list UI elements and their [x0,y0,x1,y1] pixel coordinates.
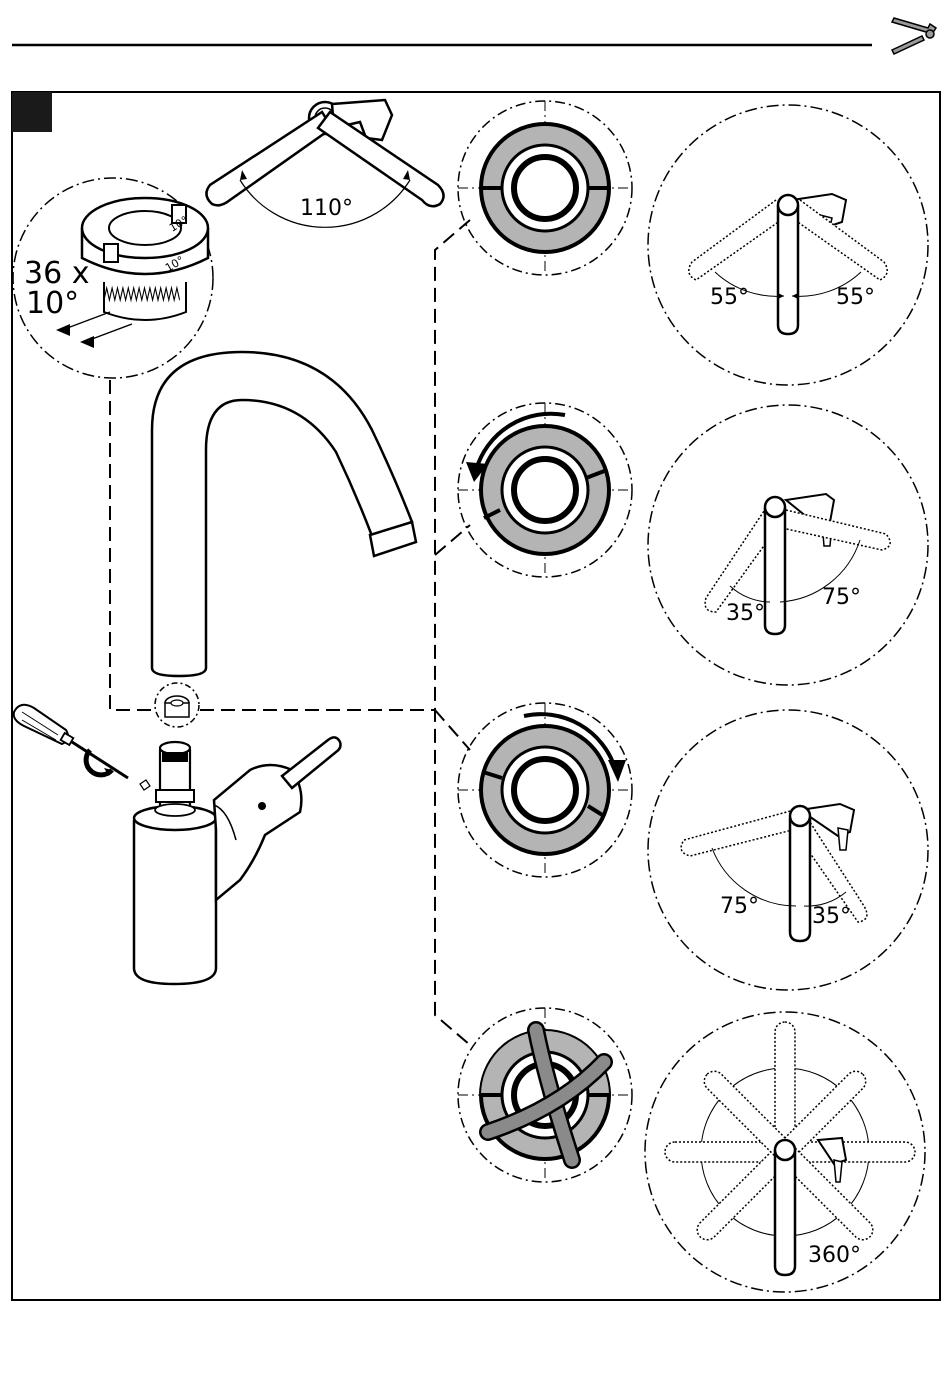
limiter-ring-detail: 10° 10° 36 x 10° [13,178,213,378]
right-angle-label-2: 75° [822,585,861,610]
swing-detail-360: 360° [645,1012,925,1292]
mixer-body [134,737,341,984]
spout [152,352,416,676]
ring-teeth-label: 10° [26,286,79,321]
wrench-screwdriver-icon [892,18,936,54]
swing-detail-55-55: 55° 55° [648,105,928,385]
left-angle-label-1: 55° [710,285,749,310]
ring-setting-1 [458,101,632,275]
clockwise-arrow-icon [608,760,626,782]
left-angle-label-2: 35° [726,601,765,626]
swing-detail-75-35: 75° 35° [648,710,928,990]
swing-detail-35-75: 35° 75° [648,405,928,685]
right-angle-label-3: 35° [812,904,851,929]
screwdriver [14,705,150,790]
full-rotation-label: 360° [808,1243,861,1268]
ring-setting-3 [458,703,632,877]
left-angle-label-3: 75° [720,894,759,919]
swing-angle-label: 110° [300,196,353,221]
right-angle-label-1: 55° [836,285,875,310]
spout-swing-diagram: 110° [206,100,443,227]
step-marker [12,92,52,132]
ring-setting-4-removed [458,1008,632,1182]
small-limiter-ring [155,683,199,727]
ring-setting-2 [458,403,632,577]
